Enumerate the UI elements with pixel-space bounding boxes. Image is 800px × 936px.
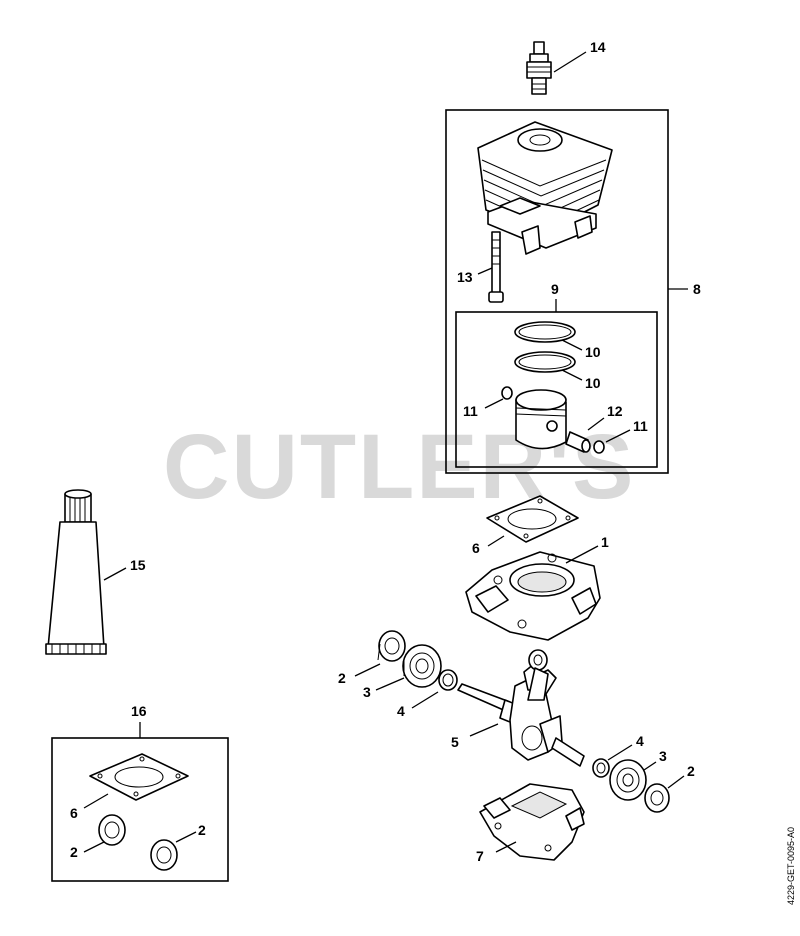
drawing-reference: 4229-GET-0095-A0 bbox=[786, 827, 796, 905]
oil-seal-kit-left bbox=[98, 814, 126, 846]
crankshaft bbox=[457, 649, 585, 767]
callout-10-upper: 10 bbox=[585, 344, 601, 360]
ball-bearing-left bbox=[402, 644, 442, 688]
callout-3-left: 3 bbox=[363, 684, 371, 700]
callout-12: 12 bbox=[607, 403, 623, 419]
piston-ring-lower bbox=[514, 351, 576, 373]
piston-ring-upper bbox=[514, 321, 576, 343]
screw bbox=[488, 231, 504, 303]
gasket-lower bbox=[89, 753, 189, 801]
gasket-upper bbox=[486, 495, 579, 543]
crankcase-upper bbox=[465, 551, 601, 641]
oil-seal-right bbox=[644, 783, 670, 813]
washer-right bbox=[592, 758, 610, 778]
callout-2-kit-left: 2 bbox=[70, 844, 78, 860]
callout-13: 13 bbox=[457, 269, 473, 285]
callout-11-left: 11 bbox=[463, 403, 478, 419]
callout-15: 15 bbox=[130, 557, 146, 573]
callout-5: 5 bbox=[451, 734, 459, 750]
callout-2-right: 2 bbox=[687, 763, 695, 779]
cylinder-kit-frame bbox=[445, 109, 669, 474]
callout-4-right: 4 bbox=[636, 733, 644, 749]
callout-2-left: 2 bbox=[338, 670, 346, 686]
callout-8: 8 bbox=[693, 281, 701, 297]
callout-3-right: 3 bbox=[659, 748, 667, 764]
callout-2-kit-right: 2 bbox=[198, 822, 206, 838]
cylinder bbox=[477, 121, 613, 255]
oil-seal-kit-right bbox=[150, 839, 178, 871]
spark-plug bbox=[526, 41, 552, 95]
crankcase-lower bbox=[479, 783, 585, 861]
ball-bearing-right bbox=[609, 759, 647, 801]
circlip-left bbox=[501, 386, 513, 400]
callout-7: 7 bbox=[476, 848, 484, 864]
callout-1: 1 bbox=[601, 534, 609, 550]
callout-6-upper: 6 bbox=[472, 540, 480, 556]
callout-16: 16 bbox=[131, 703, 147, 719]
piston-pin bbox=[565, 431, 591, 453]
circlip-right bbox=[593, 440, 605, 454]
callout-6-lower: 6 bbox=[70, 805, 78, 821]
piston bbox=[515, 389, 567, 450]
grease-tube bbox=[45, 489, 107, 655]
callout-11-right: 11 bbox=[633, 418, 648, 434]
callout-14: 14 bbox=[590, 39, 606, 55]
washer-left bbox=[438, 669, 458, 691]
callout-9: 9 bbox=[551, 281, 559, 297]
callout-10-lower: 10 bbox=[585, 375, 601, 391]
oil-seal-left bbox=[377, 630, 406, 662]
callout-4-left: 4 bbox=[397, 703, 405, 719]
